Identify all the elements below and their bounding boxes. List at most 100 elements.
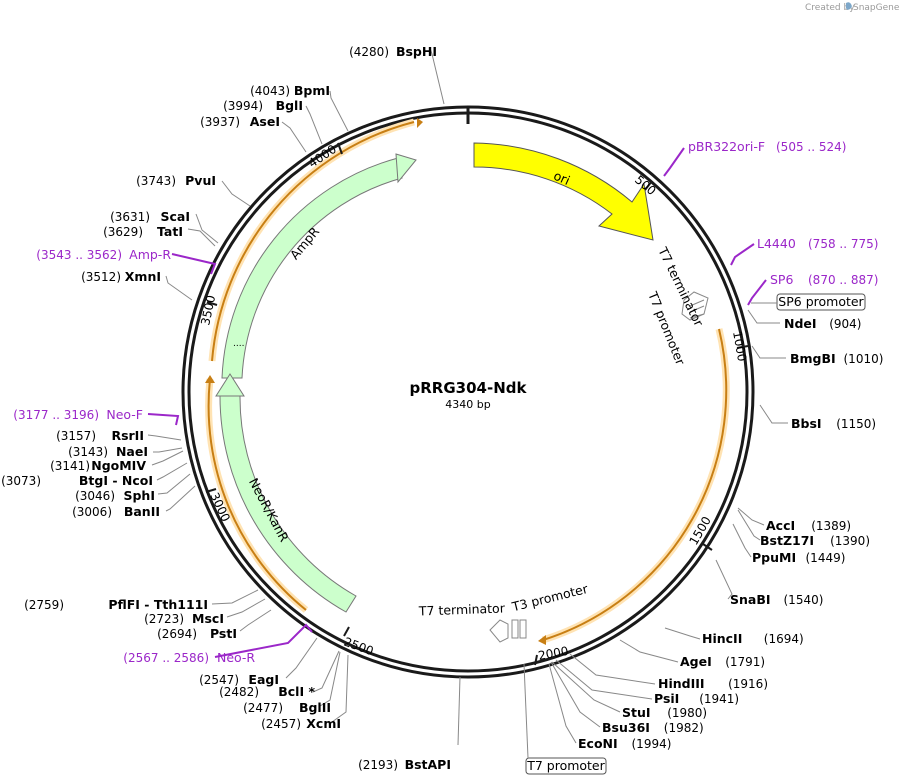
- site-hincii-name: HincII: [702, 631, 742, 646]
- plasmid-name: pRRG304-Ndk: [410, 379, 528, 397]
- site-acci-name: AccI: [766, 518, 795, 533]
- site-psti-name: PstI: [210, 626, 237, 641]
- site-bglii-position: (2477): [243, 701, 283, 715]
- site-sphi-position: (3046): [75, 489, 115, 503]
- site-eagi-name: EagI: [248, 672, 279, 687]
- ampr-feature[interactable]: [221, 157, 403, 379]
- t3-promoter-bottom-label: T3 promoter: [509, 581, 590, 615]
- site-pvui-name: PvuI: [185, 173, 216, 188]
- site-rsrii-name: RsrII: [111, 428, 144, 443]
- site-snabi-name: SnaBI: [730, 592, 771, 607]
- tick-2000: 2000: [537, 644, 570, 663]
- orf-ampr-arrow: [417, 118, 423, 128]
- site-tati-position: (3629): [103, 225, 143, 239]
- tick-3500: 3500: [198, 294, 218, 327]
- site-hincii-position: (1694): [764, 632, 804, 646]
- site-bmgbi-name: BmgBI: [790, 351, 836, 366]
- sp6-promoter-label: SP6 promoter: [778, 294, 864, 309]
- site-snabi-position: (1540): [784, 593, 824, 607]
- site-eagi-position: (2547): [199, 673, 239, 687]
- site-hindiii-position: (1916): [728, 677, 768, 691]
- site-bpmi-name: BpmI: [294, 83, 330, 98]
- ori-label: ori: [551, 168, 572, 188]
- plasmid-length: 4340 bp: [445, 398, 490, 411]
- orf-neo: [207, 378, 307, 611]
- site-bcli-name: BclI *: [278, 684, 315, 699]
- site-ndei-name: NdeI: [784, 316, 817, 331]
- orf-neo-arrow: [205, 375, 215, 383]
- site-bsu36i-position: (1982): [664, 721, 704, 735]
- primer-amp-r-name: Amp-R: [129, 247, 171, 262]
- t7-promoter-box[interactable]: [525, 757, 607, 775]
- site-scai-position: (3631): [110, 210, 150, 224]
- site-acci-position: (1389): [811, 519, 851, 533]
- site-bstz17i-position: (1390): [830, 534, 870, 548]
- credit-prefix: Created by: [805, 3, 855, 13]
- site-psii-name: PsiI: [654, 691, 679, 706]
- site-psti-position: (2694): [157, 627, 197, 641]
- primer-pbr322ori-f-range: (505 .. 524): [776, 140, 846, 154]
- t7-promoter-box-label: T7 promoter: [526, 758, 605, 773]
- site-ndei-position: (904): [829, 317, 861, 331]
- site-scai-name: ScaI: [161, 209, 191, 224]
- site-bsphi-name: BspHI: [396, 44, 437, 59]
- site-bstapi-name: BstAPI: [405, 757, 451, 772]
- site-btgi-ncoi-position: (3073): [1, 474, 41, 488]
- t7-promoter-leader: [523, 663, 529, 759]
- site-msci-position: (2723): [144, 612, 184, 626]
- primer-l4440-range: (758 .. 775): [808, 237, 878, 251]
- primer-l4440-name: L4440: [757, 236, 796, 251]
- site-xmni-name: XmnI: [125, 269, 161, 284]
- site-agei-name: AgeI: [680, 654, 712, 669]
- primer-neo-f-range: (3177 .. 3196): [13, 408, 99, 422]
- primer-amp-r-range: (3543 .. 3562): [36, 248, 122, 262]
- site-stui-name: StuI: [622, 705, 651, 720]
- site-stui-position: (1980): [667, 706, 707, 720]
- snapgene-logo-icon: [846, 2, 852, 10]
- site-naei-position: (3143): [68, 445, 108, 459]
- site-msci-name: MscI: [192, 611, 224, 626]
- site-banii-name: BanII: [124, 504, 160, 519]
- credit-brand: SnapGene: [853, 3, 900, 13]
- site-bcli-position: (2482): [219, 685, 259, 699]
- site-ppumi-position: (1449): [806, 551, 846, 565]
- site-asei-name: AseI: [250, 114, 280, 129]
- site-pflfi-tth111i-name: PflFI - Tth111I: [108, 597, 208, 612]
- sp6-promoter-box[interactable]: [776, 293, 866, 311]
- site-xcmi-position: (2457): [261, 717, 301, 731]
- orf-ampr: [211, 121, 415, 362]
- site-sphi-name: SphI: [123, 488, 155, 503]
- site-rsrii-position: (3157): [56, 429, 96, 443]
- site-labels: NdeI(904)BmgBI(1010)BbsI(1150)AccI(1389)…: [1, 44, 883, 772]
- site-bgli-position: (3994): [223, 99, 263, 113]
- ori-feature[interactable]: [473, 142, 654, 241]
- site-xmni-position: (3512): [81, 270, 121, 284]
- site-bsphi-position: (4280): [349, 45, 389, 59]
- neokan-feature[interactable]: [219, 395, 357, 613]
- primer-sp6-range: (870 .. 887): [808, 273, 878, 287]
- site-psii-position: (1941): [699, 692, 739, 706]
- site-tati-name: TatI: [157, 224, 183, 239]
- site-ngomiv-name: NgoMIV: [91, 458, 146, 473]
- site-bgli-name: BglI: [276, 98, 303, 113]
- primer-pbr322ori-f-name: pBR322ori-F: [688, 139, 765, 154]
- site-bsu36i-name: Bsu36I: [602, 720, 650, 735]
- neokan-arrowhead: [215, 373, 245, 397]
- ampr-ellipsis: ....: [233, 339, 244, 349]
- site-econi-name: EcoNI: [578, 736, 618, 751]
- site-leaders: [147, 47, 788, 746]
- site-pflfi-tth111i-position: (2759): [24, 598, 64, 612]
- site-ngomiv-position: (3141): [50, 459, 90, 473]
- site-btgi-ncoi-name: BtgI - NcoI: [79, 473, 153, 488]
- site-bbsi-name: BbsI: [791, 416, 822, 431]
- ampr-arrowhead: [395, 153, 417, 184]
- primer-sp6-name: SP6: [770, 272, 793, 287]
- site-bbsi-position: (1150): [836, 417, 876, 431]
- site-naei-name: NaeI: [116, 444, 148, 459]
- ticks: [205, 142, 749, 666]
- site-bstapi-position: (2193): [358, 758, 398, 772]
- site-bglii-name: BglII: [299, 700, 331, 715]
- site-ppumi-name: PpuMI: [752, 550, 796, 565]
- site-agei-position: (1791): [725, 655, 765, 669]
